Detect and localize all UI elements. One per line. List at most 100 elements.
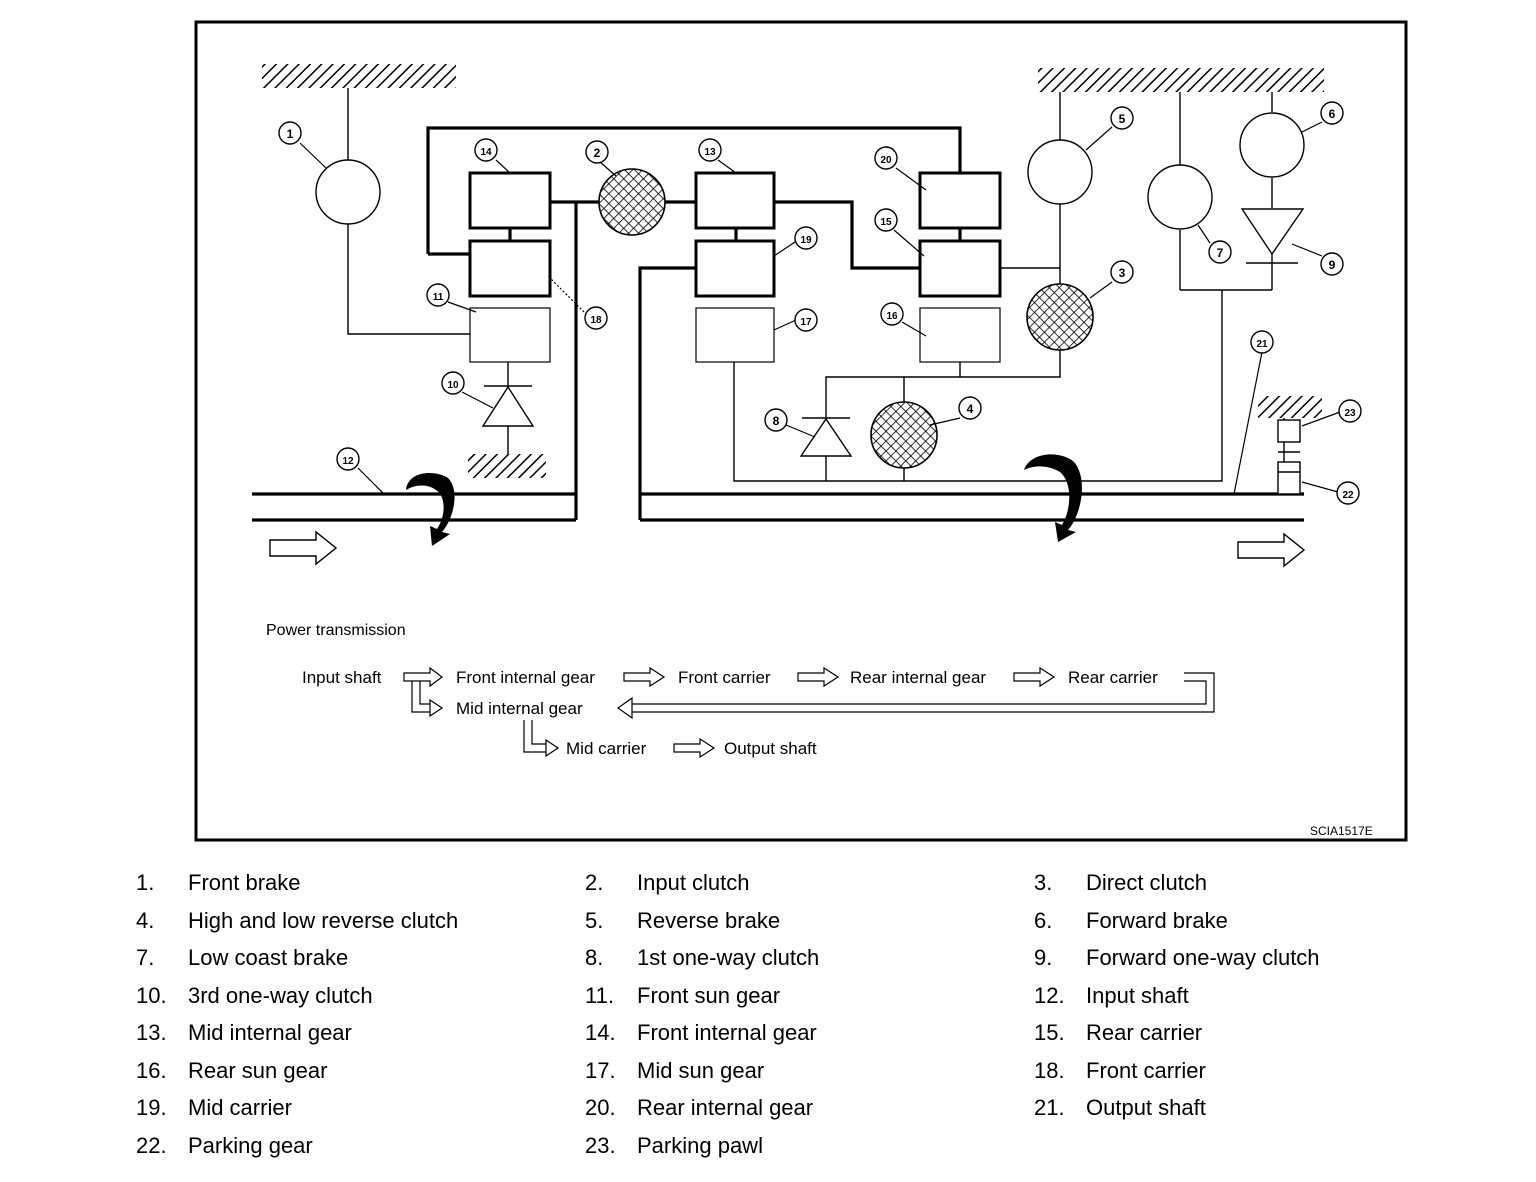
- output-flow-arrow: [1237, 532, 1306, 568]
- callout-15: 15: [880, 217, 892, 228]
- legend-label: Rear carrier: [1086, 1020, 1203, 1045]
- legend-label: Input shaft: [1086, 982, 1189, 1008]
- callout-22: 22: [1342, 490, 1354, 501]
- callouts: 1 2 3 4 5 6 7 8 9 10 11 12 13 14 15 16 1…: [278, 101, 1362, 505]
- legend-number: 1.: [136, 870, 155, 895]
- legend-number: 15.: [1034, 1020, 1065, 1045]
- legend-number: 2.: [585, 870, 604, 895]
- legend-number: 11.: [585, 982, 614, 1008]
- legend-label: Forward brake: [1086, 907, 1228, 933]
- flow-arrows: [403, 666, 1215, 759]
- callout-8: 8: [773, 414, 780, 428]
- mid-sun-gear-box: [695, 307, 775, 363]
- flow-front-internal-gear: Front internal gear: [456, 668, 595, 687]
- thick-shafts: [252, 126, 1304, 522]
- flow-mid-internal-gear: Mid internal gear: [456, 699, 583, 718]
- callout-5: 5: [1119, 112, 1126, 126]
- legend-number: 23.: [585, 1132, 616, 1158]
- rotation-arrow-output: [1024, 454, 1082, 542]
- callout-16: 16: [886, 311, 898, 322]
- mid-internal-gear-box: [694, 171, 776, 230]
- callout-21: 21: [1256, 339, 1268, 350]
- legend-number: 19.: [136, 1095, 167, 1120]
- housing-hatch-parking: [1258, 396, 1322, 418]
- legend-number: 13.: [136, 1020, 167, 1045]
- forward-brake: [1239, 112, 1305, 178]
- legend-number: 16.: [136, 1057, 167, 1083]
- callout-7: 7: [1217, 246, 1224, 260]
- legend-label: Direct clutch: [1086, 870, 1208, 895]
- parking-gear: [1277, 461, 1301, 495]
- front-sun-gear-box: [469, 307, 551, 363]
- callout-14: 14: [480, 147, 492, 158]
- callout-6: 6: [1329, 107, 1336, 121]
- legend-label: Input clutch: [637, 870, 750, 895]
- legend-number: 12.: [1034, 982, 1065, 1008]
- flow-row-3: Mid carrier Output shaft: [566, 739, 817, 758]
- legend-number: 7.: [136, 945, 155, 970]
- legend-number: 8.: [585, 945, 604, 970]
- legend-label: Front internal gear: [637, 1020, 817, 1045]
- callout-18: 18: [590, 315, 602, 326]
- callout-23: 23: [1344, 408, 1356, 419]
- power-transmission-caption: Power transmission: [266, 622, 406, 639]
- legend-label: 1st one-way clutch: [637, 945, 820, 970]
- callout-19: 19: [800, 235, 812, 246]
- callout-13: 13: [704, 147, 716, 158]
- leader-lines: [299, 121, 1341, 495]
- callout-17: 17: [800, 317, 812, 328]
- rotation-arrow-input: [406, 473, 455, 546]
- legend-number: 20.: [585, 1095, 616, 1120]
- flow-output-shaft: Output shaft: [724, 739, 817, 758]
- legend-number: 17.: [585, 1057, 616, 1083]
- front-brake: [315, 159, 381, 225]
- legend-label: Mid carrier: [188, 1095, 292, 1120]
- high-low-reverse-clutch: [870, 401, 938, 469]
- parking-pawl: [1277, 419, 1301, 443]
- legend-label: Low coast brake: [188, 945, 349, 970]
- third-one-way-clutch: [481, 385, 535, 427]
- legend-number: 9.: [1034, 945, 1053, 970]
- legend-label: Front brake: [188, 870, 301, 895]
- legend-number: 21.: [1034, 1095, 1065, 1120]
- housing-hatch-right: [1038, 68, 1324, 92]
- housing-hatch-bottom: [468, 454, 546, 478]
- callout-20: 20: [880, 155, 892, 166]
- legend-number: 4.: [136, 907, 155, 933]
- figure-code: SCIA1517E: [1310, 824, 1373, 838]
- flow-input-shaft: Input shaft: [302, 668, 382, 687]
- parking-mechanism: [1277, 419, 1301, 495]
- legend-number: 14.: [585, 1020, 616, 1045]
- legend-number: 5.: [585, 907, 604, 933]
- callout-11: 11: [433, 292, 444, 303]
- diagram-frame: [194, 20, 1408, 842]
- legend-label: Reverse brake: [637, 907, 781, 933]
- forward-one-way-clutch: [1240, 208, 1305, 264]
- housing-hatch-left: [262, 64, 456, 88]
- legend-number: 10.: [136, 982, 167, 1008]
- callout-3: 3: [1119, 266, 1126, 280]
- legend-label: Parking gear: [188, 1132, 313, 1158]
- callout-12: 12: [342, 456, 354, 467]
- legend-label: Rear sun gear: [188, 1057, 328, 1083]
- legend-number: 3.: [1034, 870, 1053, 895]
- legend-label: Rear internal gear: [637, 1095, 814, 1120]
- rear-internal-gear-box: [918, 171, 1002, 230]
- rear-carrier-box: [918, 239, 1002, 298]
- callout-10: 10: [447, 380, 459, 391]
- power-transmission-diagram: 1 2 3 4 5 6 7 8 9 10 11 12 13 14 15 16 1…: [194, 20, 1408, 842]
- callout-4: 4: [967, 402, 974, 416]
- legend-number: 22.: [136, 1132, 167, 1158]
- legend-label: Mid sun gear: [637, 1057, 765, 1083]
- legend-number: 6.: [1034, 907, 1053, 933]
- legend-label: Front sun gear: [637, 982, 781, 1008]
- first-one-way-clutch: [799, 417, 853, 457]
- legend-label: Parking pawl: [637, 1132, 763, 1158]
- input-clutch: [598, 168, 666, 236]
- legend-label: Forward one-way clutch: [1086, 945, 1320, 970]
- legend-label: 3rd one-way clutch: [188, 982, 373, 1008]
- legend-label: Output shaft: [1086, 1095, 1206, 1120]
- direct-clutch: [1026, 283, 1094, 351]
- gear-boxes-active: [468, 171, 1002, 298]
- legend-label: Mid internal gear: [188, 1020, 352, 1045]
